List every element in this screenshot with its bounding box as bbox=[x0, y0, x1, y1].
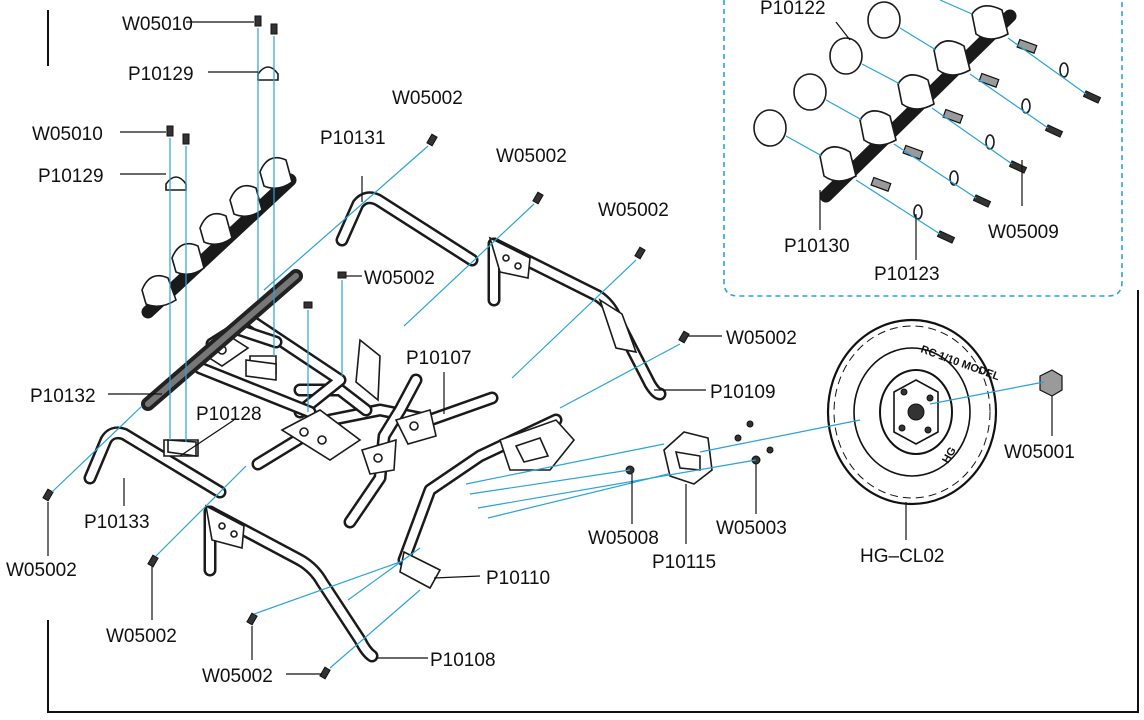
label-p10122: P10122 bbox=[760, 0, 826, 19]
label-w05002-h: W05002 bbox=[202, 666, 273, 687]
label-p10129-top: P10129 bbox=[128, 64, 194, 85]
label-p10130: P10130 bbox=[784, 236, 850, 257]
label-p10107: P10107 bbox=[406, 348, 472, 369]
label-w05010-left: W05010 bbox=[32, 124, 103, 145]
part-labels: W05010 P10129 W05010 P10129 W05002 P1013… bbox=[6, 0, 1075, 687]
label-p10123: P10123 bbox=[874, 264, 940, 285]
label-p10115: P10115 bbox=[652, 552, 716, 573]
label-w05001: W05001 bbox=[1004, 442, 1075, 463]
label-p10128: P10128 bbox=[196, 404, 262, 425]
light-bar-detail-box bbox=[723, 0, 1123, 297]
nut-w05001 bbox=[1039, 369, 1063, 397]
label-p10132: P10132 bbox=[30, 386, 96, 407]
label-p10131: P10131 bbox=[320, 128, 386, 149]
label-w05002-c: W05002 bbox=[598, 200, 669, 221]
label-p10129-left: P10129 bbox=[38, 166, 104, 187]
label-w05002-d: W05002 bbox=[364, 268, 435, 289]
clamp-bracket-lower bbox=[167, 439, 197, 457]
label-w05002-a: W05002 bbox=[392, 88, 463, 109]
clamp-p10129-left bbox=[165, 176, 187, 191]
leader-lines bbox=[47, 21, 1053, 675]
clamp-bracket-p10128 bbox=[245, 359, 277, 381]
spare-carrier-p10115 bbox=[663, 431, 713, 485]
label-p10133: P10133 bbox=[84, 512, 150, 533]
assembly-guide-lines bbox=[51, 28, 1045, 669]
label-w05002-e: W05002 bbox=[726, 328, 797, 349]
spare-tire-hg-cl02: RC 1/10 MODEL HG bbox=[826, 318, 1001, 506]
label-p10110: P10110 bbox=[486, 568, 550, 589]
label-w05008: W05008 bbox=[588, 528, 659, 549]
label-w05002-b: W05002 bbox=[496, 146, 567, 167]
clamp-p10129-top bbox=[257, 66, 279, 81]
label-hg-cl02: HG–CL02 bbox=[860, 546, 945, 567]
front-fender-assembly bbox=[397, 298, 638, 590]
label-p10108: P10108 bbox=[430, 650, 496, 671]
light-bar-main bbox=[141, 156, 297, 319]
label-p10109: P10109 bbox=[710, 382, 776, 403]
label-w05002-f: W05002 bbox=[6, 560, 77, 581]
label-w05009: W05009 bbox=[988, 222, 1059, 243]
label-w05010-top: W05010 bbox=[122, 14, 193, 35]
label-w05002-g: W05002 bbox=[106, 626, 177, 647]
label-w05003: W05003 bbox=[716, 518, 787, 539]
outer-frame-border bbox=[47, 10, 1139, 713]
inset-light-pods bbox=[753, 0, 1102, 244]
screws bbox=[42, 15, 1063, 680]
